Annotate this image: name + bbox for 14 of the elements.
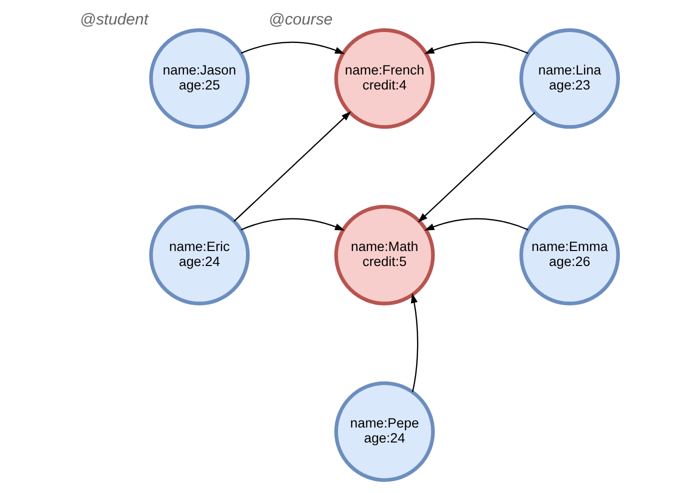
arrow (424, 218, 528, 230)
node-label: @course (268, 11, 332, 28)
arrow (424, 42, 528, 54)
node-label: @student (79, 11, 148, 28)
node-circle: name:Jason age:25 (148, 28, 250, 129)
node-circle: name:Eric age:24 (148, 204, 250, 306)
arrow (410, 293, 418, 392)
arrow (240, 42, 344, 54)
arrow (233, 111, 351, 222)
arrow (417, 112, 535, 223)
node-circle: name:Lina age:23 (518, 28, 620, 129)
node-circle: name:Emma age:26 (518, 204, 620, 306)
node-circle: name:Pepe age:24 (334, 381, 434, 482)
arrow (240, 218, 344, 230)
